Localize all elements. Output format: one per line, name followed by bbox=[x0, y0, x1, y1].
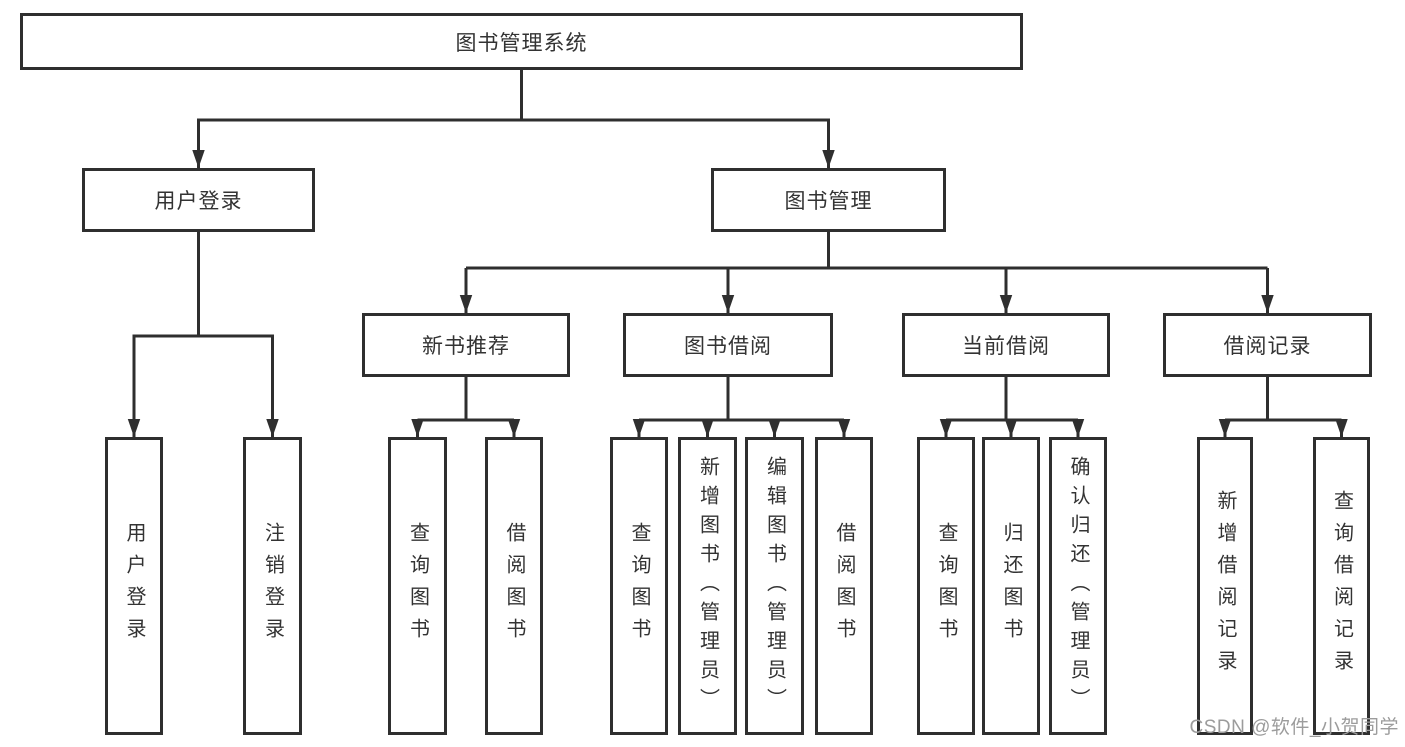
node-borrow-records: 借阅记录 bbox=[1163, 313, 1372, 377]
leaf-user-login: 用户登录 bbox=[105, 437, 163, 735]
csdn-watermark: CSDN @软件_小贺同学 bbox=[1189, 717, 1399, 738]
leaf-add-borrow-record: 新增借阅记录 bbox=[1197, 437, 1253, 735]
leaf-borrow-books-2: 借阅图书 bbox=[815, 437, 873, 735]
leaf-add-books-admin: 新增图书（管理员） bbox=[678, 437, 737, 735]
leaf-confirm-return-admin: 确认归还（管理员） bbox=[1049, 437, 1107, 735]
leaf-edit-books-admin: 编辑图书（管理员） bbox=[745, 437, 804, 735]
node-root: 图书管理系统 bbox=[20, 13, 1023, 70]
node-book-management: 图书管理 bbox=[711, 168, 946, 232]
leaf-borrow-books-1: 借阅图书 bbox=[485, 437, 543, 735]
leaf-logout: 注销登录 bbox=[243, 437, 302, 735]
node-new-book-recommend: 新书推荐 bbox=[362, 313, 570, 377]
node-current-borrow: 当前借阅 bbox=[902, 313, 1110, 377]
leaf-query-books-1: 查询图书 bbox=[388, 437, 447, 735]
node-user-login: 用户登录 bbox=[82, 168, 315, 232]
leaf-query-borrow-record: 查询借阅记录 bbox=[1313, 437, 1370, 735]
leaf-query-books-3: 查询图书 bbox=[917, 437, 975, 735]
leaf-return-books: 归还图书 bbox=[982, 437, 1040, 735]
leaf-query-books-2: 查询图书 bbox=[610, 437, 668, 735]
node-book-borrow: 图书借阅 bbox=[623, 313, 833, 377]
